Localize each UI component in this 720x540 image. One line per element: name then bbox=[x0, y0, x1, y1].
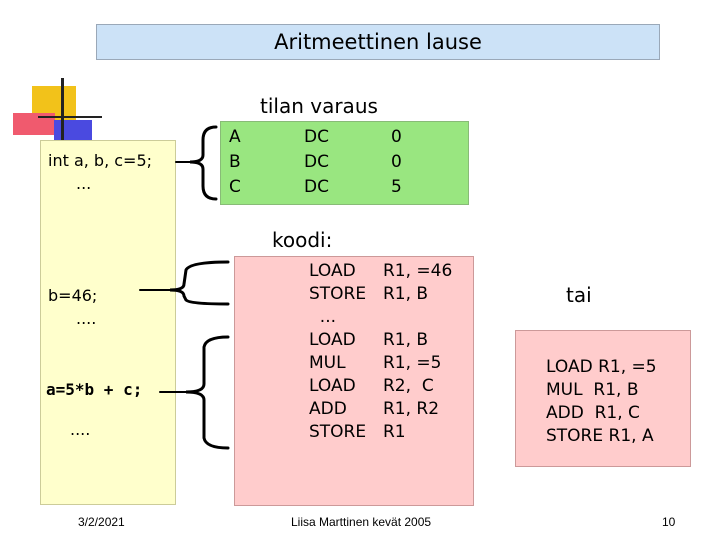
assign-b-dots: .... bbox=[76, 309, 97, 328]
alloc-value-b: 0 bbox=[391, 152, 402, 172]
alloc-value-c: 5 bbox=[391, 177, 402, 197]
allocation-brace bbox=[189, 125, 218, 201]
alternative-line: STORE R1, A bbox=[546, 426, 654, 446]
allocation-heading: tilan varaus bbox=[260, 94, 378, 118]
alternative-heading: tai bbox=[566, 283, 592, 307]
logo-horizontal-line bbox=[38, 116, 102, 118]
logo-vertical-line bbox=[61, 78, 64, 158]
alternative-listing: LOAD R1, =5 MUL R1, B ADD R1, C STORE R1… bbox=[546, 356, 657, 448]
declaration-line: int a, b, c=5; bbox=[48, 151, 153, 170]
page-number: 10 bbox=[662, 515, 676, 529]
alloc-name-a: A bbox=[229, 127, 241, 147]
alternative-line: ADD R1, C bbox=[546, 403, 640, 423]
allocation-panel bbox=[220, 121, 469, 205]
code-heading: koodi: bbox=[272, 228, 333, 252]
alloc-name-b: B bbox=[229, 152, 241, 172]
alloc-value-a: 0 bbox=[391, 127, 402, 147]
assign-a-brace bbox=[185, 335, 230, 450]
alloc-type-b: DC bbox=[304, 152, 329, 172]
slide-title-text: Aritmeettinen lause bbox=[274, 30, 482, 54]
footer-author: Liisa Marttinen kevät 2005 bbox=[291, 515, 432, 529]
alloc-type-c: DC bbox=[304, 177, 329, 197]
slide-title: Aritmeettinen lause bbox=[96, 24, 660, 60]
assign-a-dots: .... bbox=[70, 420, 91, 439]
alloc-type-a: DC bbox=[304, 127, 329, 147]
assign-b-brace bbox=[169, 260, 230, 306]
declaration-dots: ... bbox=[76, 174, 92, 193]
source-code-panel bbox=[40, 140, 176, 505]
assign-b-line: b=46; bbox=[48, 286, 98, 305]
alternative-line: LOAD R1, =5 bbox=[546, 357, 657, 377]
alternative-line: MUL R1, B bbox=[546, 380, 639, 400]
assign-a-line: a=5*b + c; bbox=[46, 380, 143, 399]
logo-red-square bbox=[13, 113, 55, 135]
code-row: ... bbox=[309, 307, 337, 327]
alloc-name-c: C bbox=[229, 177, 241, 197]
machine-code-panel bbox=[234, 256, 474, 506]
footer-date: 3/2/2021 bbox=[78, 515, 125, 529]
alternative-code-panel bbox=[515, 330, 691, 467]
